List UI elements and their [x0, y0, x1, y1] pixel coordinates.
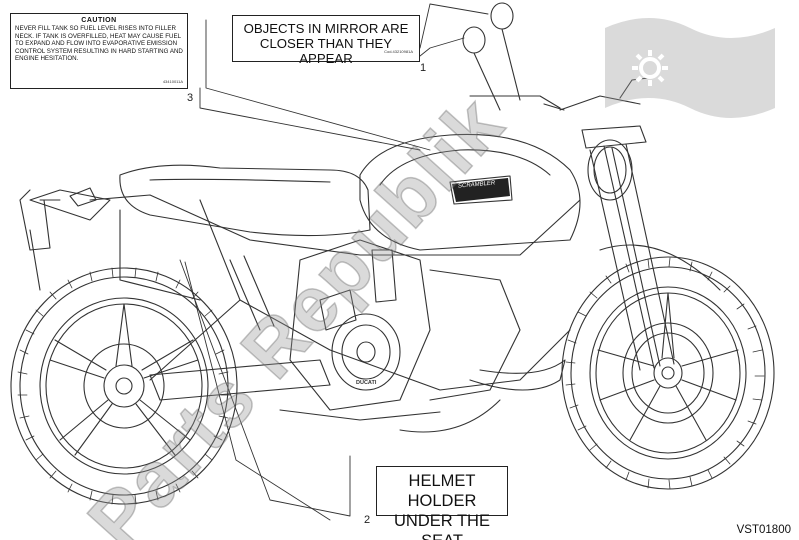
rear-wheel [10, 267, 238, 505]
mirror-label: OBJECTS IN MIRROR ARE CLOSER THAN THEY A… [232, 15, 420, 66]
engine [279, 239, 521, 433]
front-tread [565, 257, 765, 490]
mirror-code: Cod.43210981A [384, 49, 413, 54]
leader-lines [39, 3, 489, 521]
caution-code: 43410011A [162, 78, 183, 84]
front-wheel [561, 256, 775, 490]
frame [29, 189, 581, 391]
engine-badge-text: DUCATI [356, 380, 377, 386]
callout-3: 3 [187, 92, 194, 104]
mirror-line1: OBJECTS IN MIRROR ARE [243, 21, 409, 36]
callout-1: 1 [420, 62, 427, 74]
fuel-tank [359, 133, 581, 251]
rear-light [19, 187, 97, 251]
exhaust [469, 359, 566, 391]
seat [119, 164, 371, 237]
front-fork [543, 77, 721, 371]
helmet-label: HELMET HOLDER UNDER THE SEAT [376, 466, 508, 540]
watermark-flag [605, 18, 775, 118]
gear-icon [632, 50, 668, 86]
tank-badge [452, 178, 510, 202]
swingarm [149, 255, 331, 401]
mirrors [462, 2, 561, 111]
rear-tread [17, 267, 231, 505]
mirror-line2: CLOSER THAN THEY APPEAR [259, 36, 393, 66]
caution-label: CAUTION NEVER FILL TANK SO FUEL LEVEL RI… [10, 13, 188, 89]
helmet-line2: UNDER THE SEAT [394, 512, 490, 540]
reference-code: VST01800 [736, 524, 791, 536]
helmet-line1: HELMET HOLDER [407, 472, 477, 510]
caution-title: CAUTION [81, 17, 117, 24]
caution-body: NEVER FILL TANK SO FUEL LEVEL RISES INTO… [15, 25, 183, 63]
callout-2: 2 [364, 514, 371, 526]
